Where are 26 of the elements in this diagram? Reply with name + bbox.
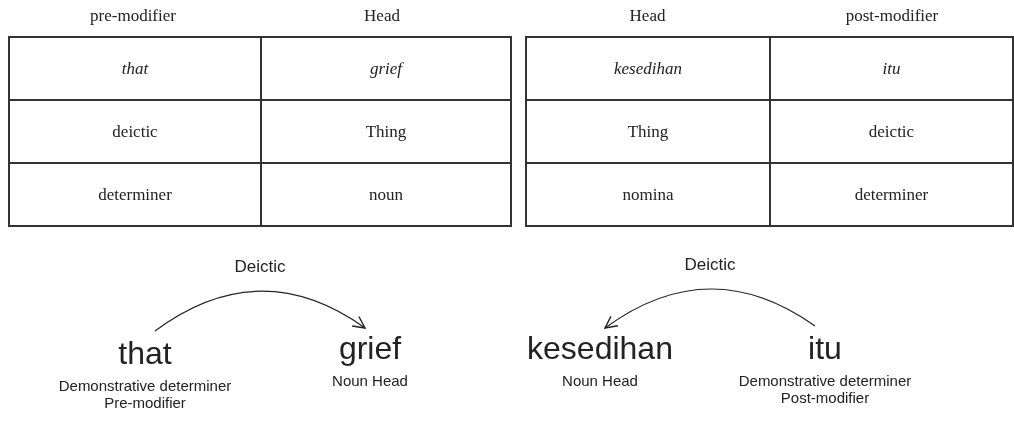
column-header: pre-modifier (89, 6, 177, 26)
word-cell: itu (769, 37, 1013, 100)
column-header: post-modifier (844, 6, 940, 26)
label-cell: Thing (526, 100, 770, 163)
curved-arrow (154, 290, 366, 332)
function-text: Noun Head (331, 372, 409, 389)
label-cell: Thing (261, 100, 511, 163)
column-header: Head (628, 6, 667, 26)
word-text: itu (808, 330, 842, 366)
label-cell: determiner (769, 163, 1013, 226)
word-cell: that (9, 37, 261, 100)
word-text: grief (338, 330, 402, 366)
label-cell: nomina (526, 163, 770, 226)
word-text: kesedihan (527, 330, 673, 366)
word-cell: kesedihan (526, 37, 770, 100)
function-text: Noun Head (561, 372, 639, 389)
column-header: Head (363, 6, 401, 26)
label-cell: noun (261, 163, 511, 226)
label-cell: deictic (9, 100, 261, 163)
curved-arrow (604, 288, 816, 329)
label-cell: determiner (9, 163, 261, 226)
word-cell: grief (261, 37, 511, 100)
word-text: that (118, 335, 172, 371)
label-cell: deictic (769, 100, 1013, 163)
function-text: Demonstrative determiner Pre-modifier (57, 377, 233, 411)
function-text: Demonstrative determiner Post-modifier (737, 372, 913, 406)
